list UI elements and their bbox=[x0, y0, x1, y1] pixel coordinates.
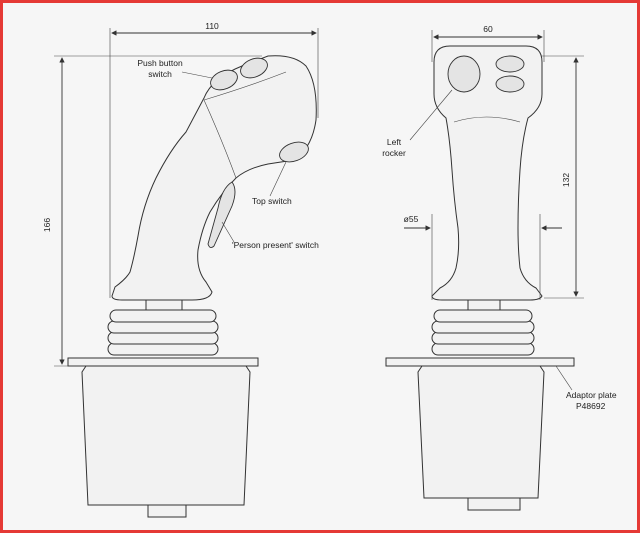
push-button-switch-2 bbox=[240, 57, 268, 79]
dim-front-height: 132 bbox=[561, 173, 571, 187]
label-adaptor-plate-2: P48692 bbox=[576, 401, 606, 411]
front-cup-foot bbox=[467, 497, 521, 511]
label-left-rocker-2: rocker bbox=[382, 148, 406, 158]
side-bellows bbox=[107, 297, 219, 356]
side-handle bbox=[111, 55, 317, 301]
front-bellows bbox=[431, 297, 535, 356]
side-adaptor-plate bbox=[67, 357, 259, 367]
joystick-technical-drawing: 110 166 Push button switch Top switch 'P… bbox=[42, 21, 617, 518]
dim-side-width: 110 bbox=[205, 21, 219, 31]
dim-diameter: ø55 bbox=[404, 214, 419, 224]
front-mounting-cup bbox=[417, 365, 545, 499]
push-button-switch bbox=[210, 69, 238, 91]
label-adaptor-plate: Adaptor plate bbox=[566, 390, 617, 400]
front-view: 60 132 ø55 Left rocker Adaptor plate P48… bbox=[382, 24, 617, 511]
label-person-present: 'Person present' switch bbox=[232, 240, 319, 250]
front-adaptor-plate bbox=[385, 357, 575, 367]
dim-front-width: 60 bbox=[483, 24, 493, 34]
side-view: 110 166 Push button switch Top switch 'P… bbox=[42, 21, 319, 518]
side-cup-foot bbox=[147, 504, 187, 518]
label-top-switch: Top switch bbox=[252, 196, 292, 206]
front-handle bbox=[431, 45, 543, 301]
top-switch bbox=[279, 141, 309, 163]
label-push-button: Push button bbox=[137, 58, 183, 68]
front-button-top bbox=[495, 55, 525, 73]
label-left-rocker: Left bbox=[387, 137, 402, 147]
side-mounting-cup bbox=[81, 365, 251, 506]
person-present-switch bbox=[207, 181, 236, 249]
dim-side-height: 166 bbox=[42, 218, 52, 232]
label-push-button-2: switch bbox=[148, 69, 172, 79]
left-rocker bbox=[447, 55, 481, 93]
front-button-bottom bbox=[495, 75, 525, 93]
